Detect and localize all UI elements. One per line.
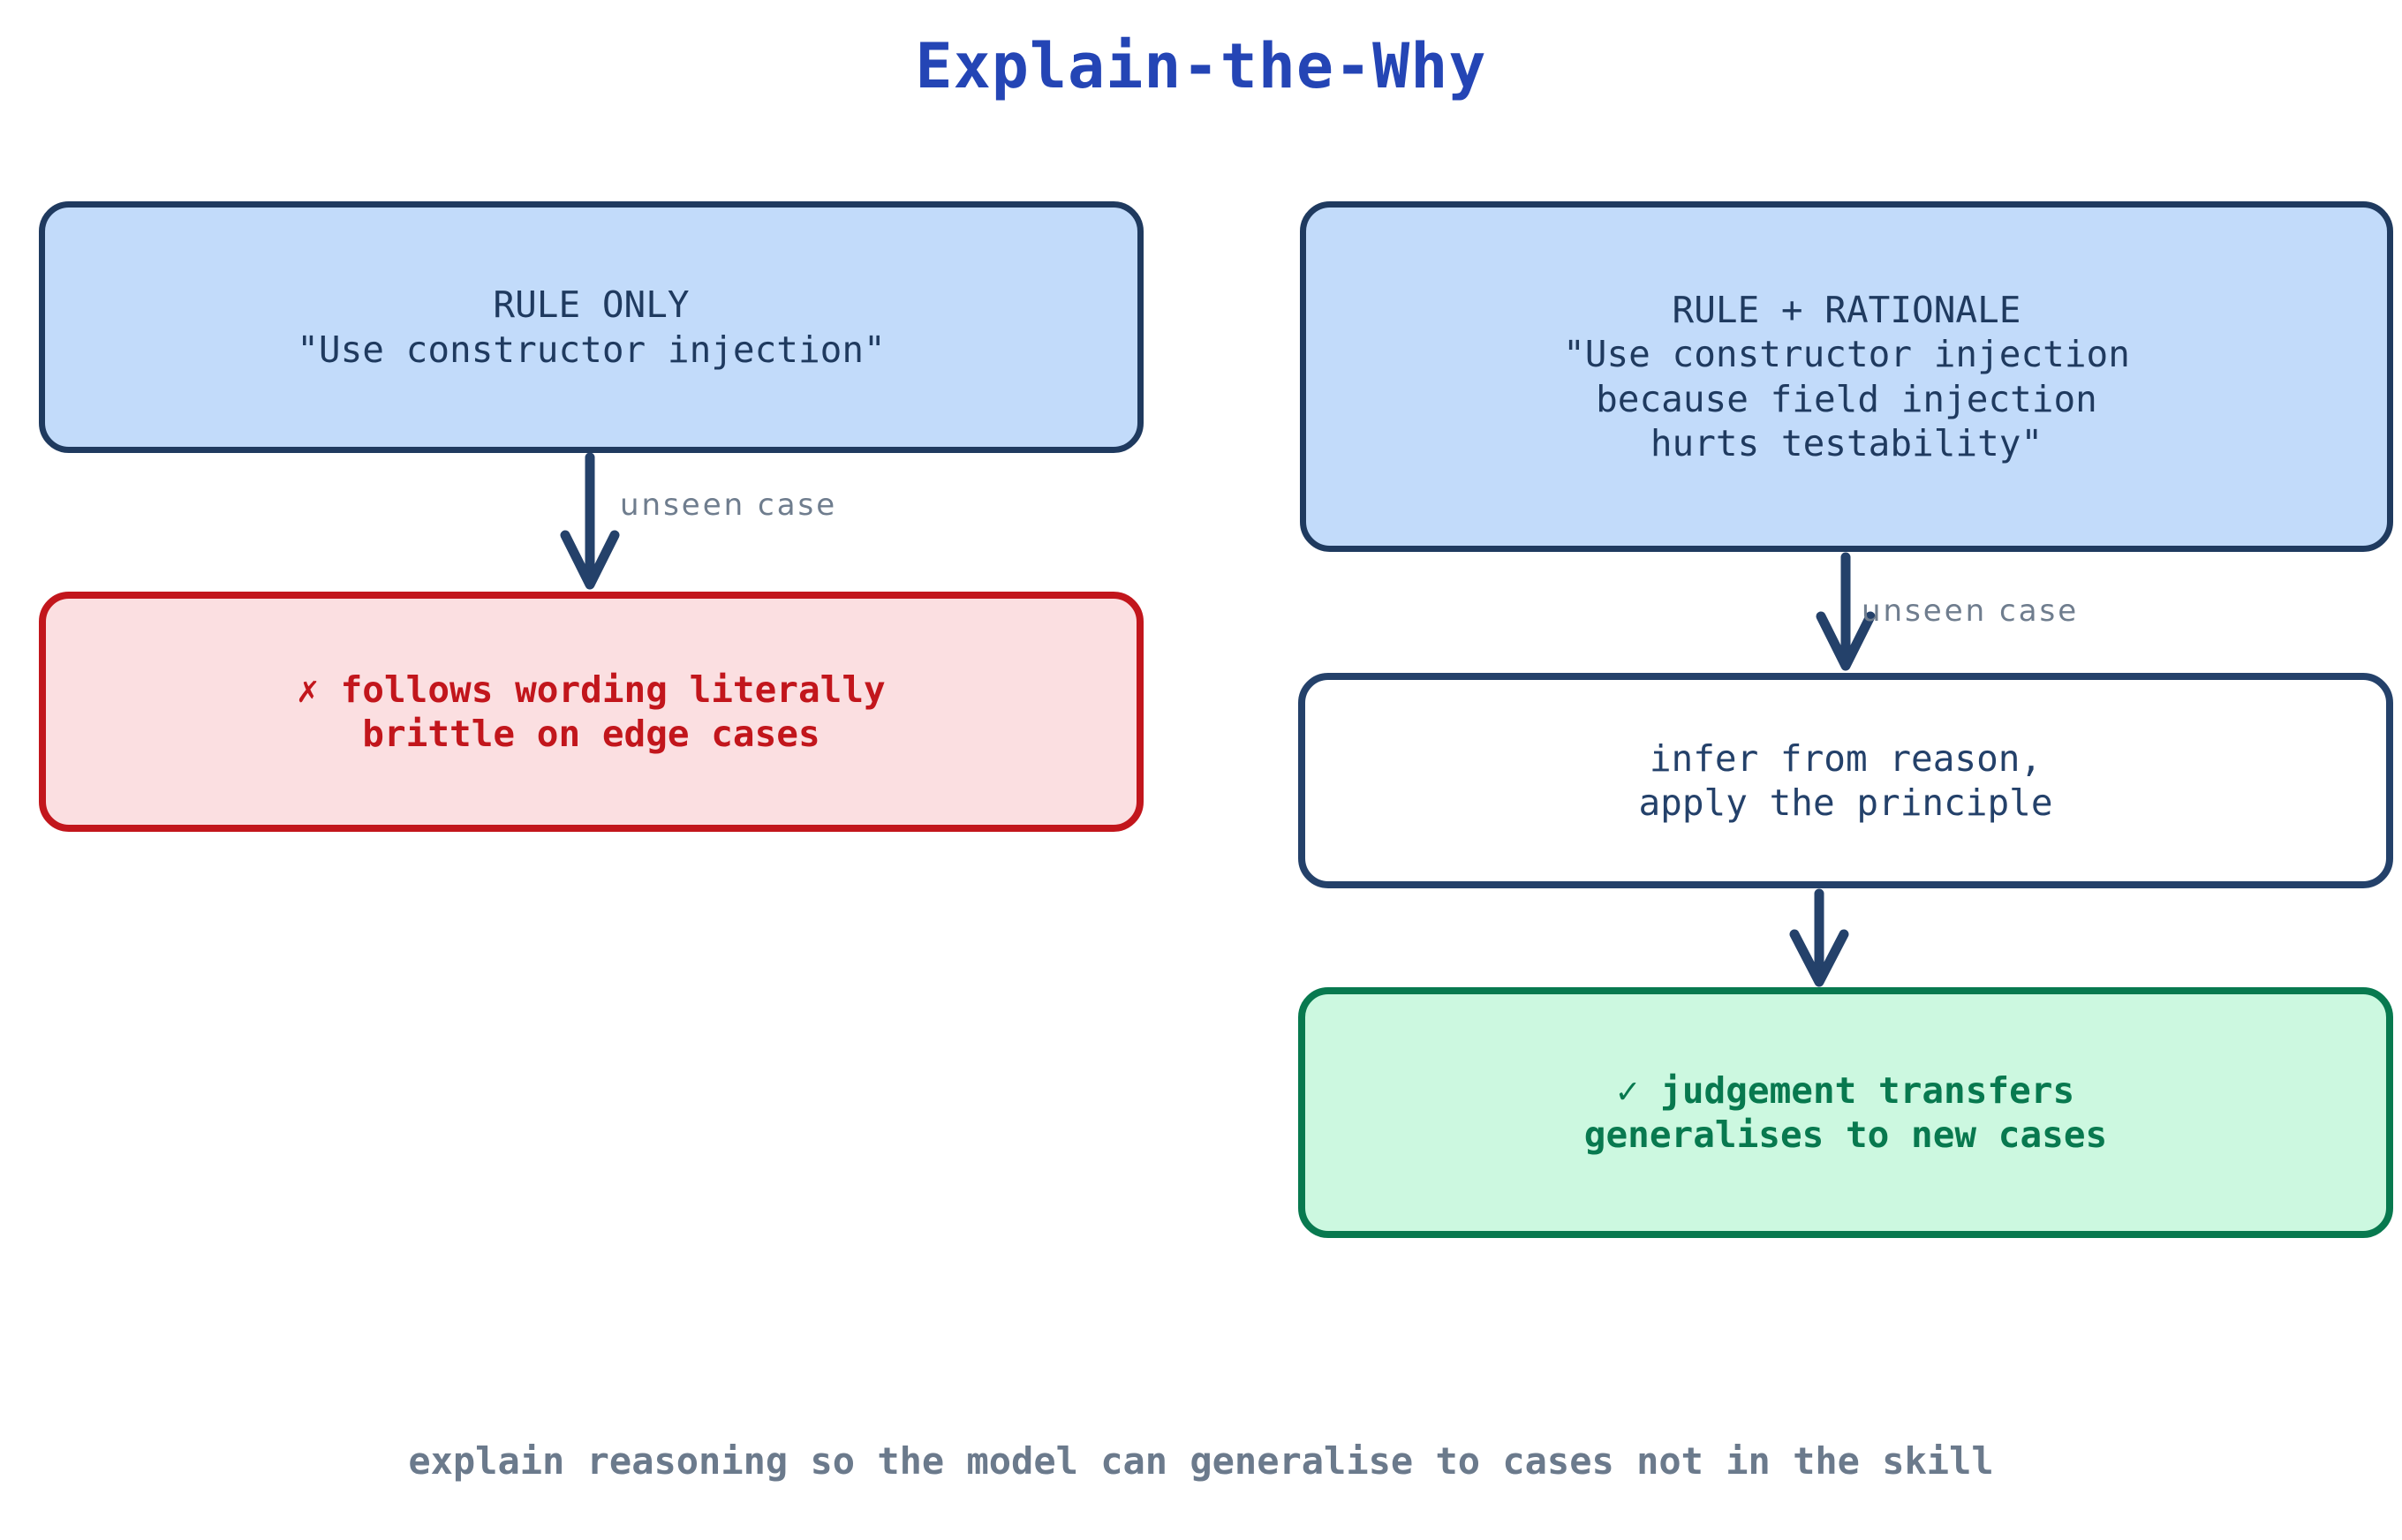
arrow-infer-to-transfer-head: [1789, 929, 1849, 987]
node-rule-only-text: RULE ONLY "Use constructor injection": [297, 283, 885, 371]
node-infer-line2: apply the principle: [1638, 781, 2053, 824]
node-transfer-line2: generalises to new cases: [1583, 1113, 2108, 1156]
node-infer[interactable]: infer from reason, apply the principle: [1298, 673, 2393, 888]
footer-caption: explain reasoning so the model can gener…: [408, 1439, 1994, 1483]
edge-label-unseen-right: unseen case: [1862, 593, 2080, 629]
node-brittle-text: ✗ follows wording literally brittle on e…: [297, 668, 885, 756]
edge-label-unseen-left: unseen case: [620, 487, 838, 523]
node-rule-rationale-line3: because field injection: [1596, 377, 2097, 420]
node-brittle-line1: ✗ follows wording literally: [297, 668, 886, 711]
node-rule-only-line1: RULE ONLY: [493, 283, 690, 327]
node-infer-line1: infer from reason,: [1649, 736, 2043, 780]
node-rule-rationale-line2: "Use constructor injection: [1563, 333, 2130, 376]
node-rule-rationale[interactable]: RULE + RATIONALE "Use constructor inject…: [1300, 201, 2393, 552]
node-rule-rationale-line1: RULE + RATIONALE: [1672, 289, 2021, 332]
node-rule-rationale-text: RULE + RATIONALE "Use constructor inject…: [1563, 288, 2130, 464]
node-brittle-line2: brittle on edge cases: [362, 713, 820, 755]
node-transfer-text: ✓ judgement transfers generalises to new…: [1584, 1068, 2107, 1157]
node-rule-only-line2: "Use constructor injection": [297, 328, 886, 371]
node-transfer[interactable]: ✓ judgement transfers generalises to new…: [1298, 987, 2393, 1238]
node-brittle[interactable]: ✗ follows wording literally brittle on e…: [39, 592, 1144, 832]
arrow-rule-only-to-brittle-head: [560, 530, 620, 590]
node-rule-rationale-line4: hurts testability": [1650, 421, 2043, 464]
page-title: Explain-the-Why: [915, 30, 1487, 102]
node-transfer-line1: ✓ judgement transfers: [1616, 1068, 2075, 1112]
node-rule-only[interactable]: RULE ONLY "Use constructor injection": [39, 201, 1144, 453]
node-infer-text: infer from reason, apply the principle: [1639, 736, 2053, 825]
